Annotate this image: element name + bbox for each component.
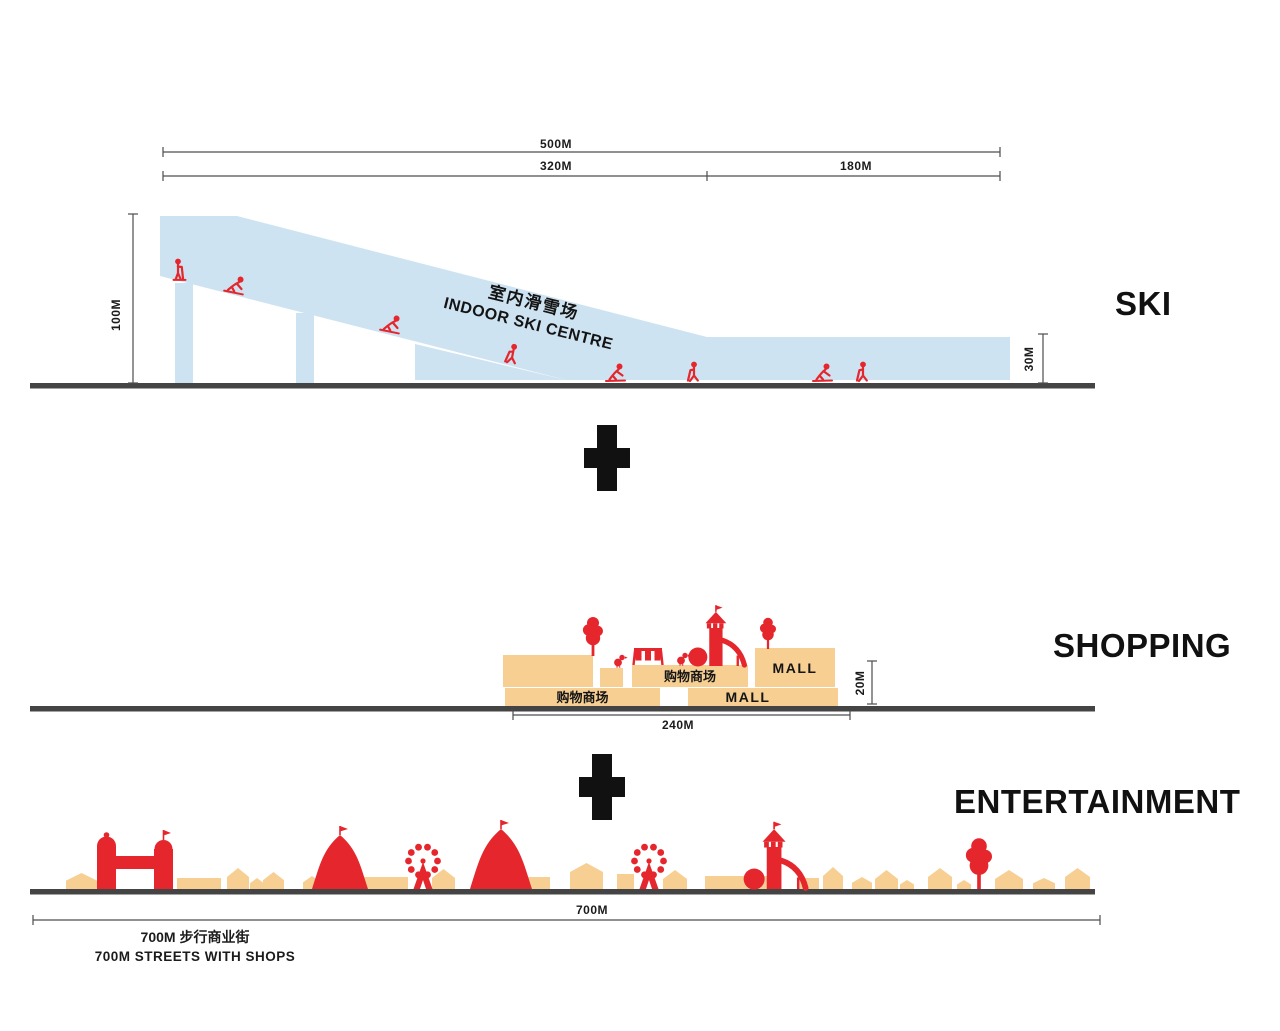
dim-label-20m: 20M: [853, 670, 867, 696]
dimension-line: [867, 660, 877, 705]
street-house: [995, 870, 1023, 889]
ground-line: [30, 889, 1095, 895]
dim-label-100m: 100M: [109, 298, 123, 332]
tent-icon: [470, 820, 532, 889]
skier-downhill-icon: [605, 363, 626, 382]
skier-walking-icon: [504, 343, 518, 365]
street-shop-slab: [177, 878, 221, 889]
tree-icon: [759, 617, 776, 649]
plus-icon: [579, 754, 625, 820]
ferris-icon: [405, 843, 441, 889]
castle-slide-icon: [688, 605, 748, 668]
tent-icon: [312, 826, 368, 889]
dim-label-500m: 500M: [539, 137, 573, 151]
dimension-line: [162, 171, 1001, 181]
street-caption-cn: 700M 步行商业街: [140, 929, 250, 945]
street-house: [263, 872, 284, 889]
street-shop-slab: [617, 874, 634, 889]
street-house: [823, 867, 843, 889]
skier-standing-icon: [172, 258, 187, 281]
section-label-ski: SKI: [1115, 285, 1172, 322]
street-house: [432, 869, 455, 889]
mall-block: [503, 655, 593, 687]
mall-block: [505, 688, 660, 706]
dimension-line: [32, 915, 1101, 925]
mall-block: [688, 688, 838, 706]
ski-slope-shape: [160, 216, 1010, 380]
mall-block: [632, 665, 748, 687]
mall-label-lower-cn: 购物商场: [556, 690, 609, 705]
street-house: [928, 868, 952, 889]
skier-walking-icon: [855, 361, 868, 383]
dimension-line: [128, 213, 138, 384]
street-house: [875, 870, 898, 889]
plus-icon: [584, 425, 630, 491]
street-shop-slab: [800, 878, 819, 889]
street-house: [957, 880, 971, 889]
street-house: [663, 870, 687, 889]
section-label-shopping: SHOPPING: [1053, 627, 1232, 664]
skier-downhill-icon: [223, 276, 244, 296]
gate-icon: [97, 830, 173, 889]
dim-label-320m: 320M: [539, 159, 573, 173]
ski-structure: [160, 216, 1010, 383]
tree-icon: [582, 617, 603, 656]
dim-label-240m: 240M: [661, 718, 695, 732]
street-house: [570, 863, 603, 889]
slope-pillar: [175, 283, 193, 383]
street-house: [852, 877, 872, 889]
street-house: [250, 878, 264, 889]
street-caption-en: 700M STREETS WITH SHOPS: [94, 949, 296, 964]
street-house: [1065, 868, 1090, 889]
street-house: [66, 873, 97, 889]
skier-walking-icon: [686, 361, 699, 383]
ferris-icon: [631, 843, 667, 889]
mall-label-upper-en: MALL: [772, 660, 818, 676]
slope-support-wedge: [415, 344, 566, 380]
ground-line: [30, 383, 1095, 389]
tree-icon: [965, 838, 992, 889]
mall-label-lower-en: MALL: [725, 689, 771, 705]
street-house: [900, 880, 914, 889]
ground-line: [30, 706, 1095, 712]
dim-label-30m: 30M: [1022, 346, 1036, 372]
castle-slide-icon: [743, 821, 809, 891]
section-label-entertainment: ENTERTAINMENT: [954, 783, 1241, 820]
street-shop-slab: [363, 877, 408, 889]
chick-icon: [677, 652, 691, 666]
street-house: [227, 868, 249, 889]
skier-downhill-icon: [379, 315, 400, 335]
dimension-line: [512, 710, 851, 720]
dim-label-700m: 700M: [575, 903, 609, 917]
mall-block: [755, 648, 835, 687]
stall-icon: [632, 648, 664, 666]
dimension-line: [1038, 333, 1048, 384]
mall-label-upper-cn: 购物商场: [663, 669, 716, 684]
street-house: [1033, 878, 1055, 889]
skier-downhill-icon: [812, 363, 833, 382]
dimension-line: [162, 147, 1001, 157]
chick-icon: [614, 654, 628, 668]
slope-pillar: [296, 313, 314, 383]
dim-label-180m: 180M: [839, 159, 873, 173]
mall-block: [600, 668, 623, 687]
